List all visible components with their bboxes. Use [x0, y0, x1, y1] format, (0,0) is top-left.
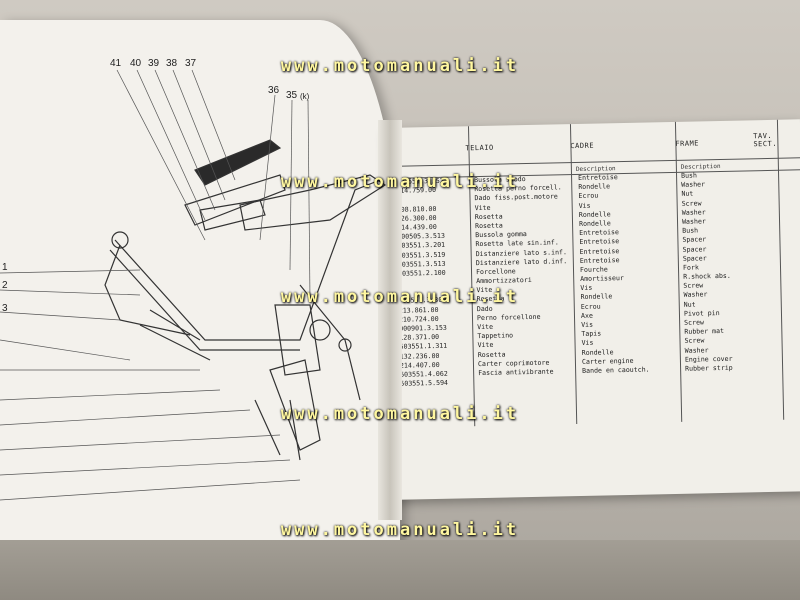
- english-name: R.shock abs.: [683, 271, 731, 281]
- italian-name: Distanziere lato s.inf.: [475, 247, 568, 258]
- italian-name: Bussola gomma: [475, 230, 527, 240]
- english-name: Rubber mat: [684, 327, 725, 336]
- french-name: Entretoise: [579, 237, 620, 247]
- italian-name: Ammortizzatori: [476, 276, 532, 286]
- italian-name: Carter coprimotore: [477, 358, 550, 368]
- part-number: 000901.3.153: [399, 323, 447, 333]
- english-name: Fork: [682, 263, 699, 272]
- header-tav-sect: TAV. SECT.: [753, 131, 778, 149]
- italian-name: Forcellone: [475, 267, 516, 276]
- table-surface: [0, 540, 800, 600]
- french-name: Ecrou: [578, 191, 599, 201]
- english-name: Spacer: [682, 253, 707, 263]
- callout-39: 39: [148, 58, 160, 69]
- part-number: 503551.3.519: [397, 250, 446, 260]
- english-name: Spacer: [682, 235, 707, 245]
- col-description-en: Description: [680, 162, 721, 171]
- italian-name: Vite: [477, 341, 494, 350]
- italian-name: Tappetino: [477, 331, 514, 341]
- english-name: Bush: [682, 226, 699, 235]
- callout-38: 38: [166, 58, 178, 69]
- italian-name: Dado fiss.post.motore: [474, 192, 558, 203]
- italian-name: Vite: [477, 322, 494, 332]
- header-frame: FRAME: [675, 139, 700, 148]
- callout-2: 2: [2, 280, 8, 291]
- french-name: Bande en caoutch.: [582, 365, 650, 375]
- part-number: 503551.2.100: [397, 268, 446, 278]
- part-number: 503551.1.311: [399, 342, 448, 352]
- callout-40: 40: [130, 58, 142, 69]
- french-name: Rondelle: [578, 210, 611, 219]
- french-name: Fourche: [579, 265, 608, 274]
- english-name: Washer: [681, 217, 706, 226]
- part-number: 503551.3.201: [397, 241, 446, 251]
- italian-name: Vite: [474, 203, 491, 212]
- header-cadre: CADRE: [570, 141, 595, 151]
- english-name: Screw: [681, 198, 702, 208]
- italian-name: Perno forcellone: [476, 312, 541, 322]
- french-name: Vis: [581, 320, 594, 329]
- part-number: 214.407.00: [399, 360, 440, 370]
- italian-name: Rosetta late sin.inf.: [475, 238, 559, 249]
- italian-name: Distanziere lato d.inf.: [475, 256, 568, 267]
- french-name: Rondelle: [578, 219, 611, 228]
- english-name: Engine cover: [684, 354, 733, 364]
- english-name: Pivot pin: [683, 308, 720, 318]
- french-name: Vis: [578, 201, 591, 210]
- watermark-2: www.motomanuali.it: [280, 172, 520, 192]
- callout-35: 35: [286, 90, 298, 101]
- french-name: Vis: [581, 339, 594, 348]
- watermark-4: www.motomanuali.it: [280, 404, 520, 424]
- english-name: Washer: [681, 208, 706, 217]
- part-number: 128.371.00: [399, 333, 440, 342]
- french-name: Carter engine: [581, 356, 634, 366]
- callout-3: 3: [2, 303, 8, 314]
- italian-name: Rosetta: [477, 350, 506, 359]
- italian-name: Fascia antivibrante: [478, 367, 554, 378]
- part-number: 503551.5.594: [400, 378, 449, 388]
- french-name: Entretoise: [579, 228, 620, 238]
- italian-name: Rosetta: [474, 221, 503, 231]
- french-name: Rondelle: [581, 347, 614, 357]
- callout-36: 36: [268, 85, 280, 96]
- french-name: Entretoise: [579, 246, 620, 256]
- french-name: Axe: [580, 311, 593, 320]
- english-name: Rubber strip: [685, 363, 733, 373]
- english-name: Spacer: [682, 244, 707, 254]
- callout-41: 41: [110, 58, 122, 69]
- italian-name: Rosetta: [474, 212, 503, 221]
- watermark-5: www.motomanuali.it: [280, 520, 520, 540]
- callout-1: 1: [2, 262, 8, 273]
- french-name: Amortisseur: [580, 274, 624, 284]
- part-number: 214.439.00: [397, 222, 437, 232]
- part-number: 503551.3.513: [397, 259, 446, 269]
- french-name: Entretoise: [579, 255, 620, 265]
- english-name: Screw: [684, 336, 705, 346]
- english-name: Screw: [684, 318, 705, 327]
- part-number: 000505.3.513: [397, 231, 445, 241]
- english-name: Washer: [684, 345, 709, 355]
- callout-k: (k): [300, 92, 310, 101]
- french-name: Tapis: [581, 329, 602, 339]
- callout-37: 37: [185, 58, 197, 69]
- part-number: 503551.4.062: [400, 369, 448, 379]
- exploded-frame-diagram: [0, 69, 387, 501]
- part-number: 210.724.00: [398, 314, 439, 324]
- watermark-1: www.motomanuali.it: [280, 56, 520, 76]
- part-number: 132.236.00: [399, 351, 440, 361]
- watermark-3: www.motomanuali.it: [280, 287, 520, 307]
- part-number: 126.300.00: [396, 213, 437, 223]
- part-number: 208.810.00: [396, 204, 437, 214]
- header-telaio: TELAIO: [465, 143, 494, 153]
